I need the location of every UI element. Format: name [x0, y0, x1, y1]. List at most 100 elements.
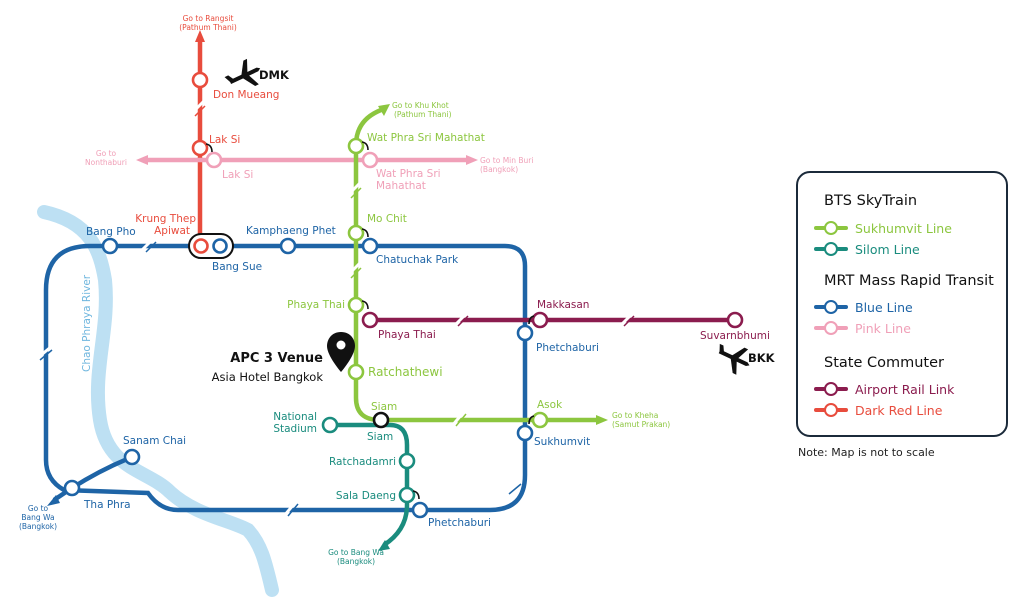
- dest-bang-wa-bottom-1: Go to Bang Wa: [328, 548, 384, 557]
- station-mo-chit[interactable]: [347, 224, 365, 242]
- label-siam-bottom: Siam: [367, 431, 393, 443]
- blue-line: [43, 243, 528, 513]
- legend-swatch-pink: [814, 318, 848, 338]
- station-bang-pho[interactable]: [101, 237, 119, 255]
- dest-kheha-2: (Samut Prakan): [612, 420, 670, 429]
- label-krung-thep-1: Krung Thep: [135, 213, 196, 225]
- station-bang-sue[interactable]: [212, 238, 228, 254]
- station-kamphaeng-phet[interactable]: [279, 237, 297, 255]
- legend-item-darkred: Dark Red Line: [814, 400, 942, 420]
- dest-bang-wa-left-1: Go to: [28, 504, 49, 513]
- nonthaburi-arrow: [136, 155, 148, 165]
- label-phetchaburi-bottom: Phetchaburi: [428, 517, 491, 529]
- dest-min-buri-1: Go to Min Buri: [480, 156, 533, 165]
- station-ratchadamri[interactable]: [398, 452, 416, 470]
- station-don-mueang[interactable]: [191, 71, 209, 89]
- station-suvarnabhumi[interactable]: [726, 311, 744, 329]
- interchange-hooks: [205, 141, 535, 500]
- rangsit-arrow: [195, 30, 205, 42]
- dest-kheha-1: Go to Kheha: [612, 411, 658, 420]
- legend-title-state: State Commuter: [824, 355, 944, 371]
- legend-label-sukhumvit: Sukhumvit Line: [855, 220, 952, 236]
- station-sanam-chai[interactable]: [123, 448, 141, 466]
- bang-wa-bottom-arrow: [378, 540, 390, 551]
- chao-phraya-river: [37, 205, 279, 597]
- min-buri-arrow: [466, 155, 478, 165]
- label-national-stadium-1: National: [273, 411, 317, 423]
- legend-swatch-airport: [814, 379, 848, 399]
- station-makkasan[interactable]: [531, 311, 549, 329]
- label-sala-daeng: Sala Daeng: [336, 490, 396, 502]
- legend-swatch-blue: [814, 297, 848, 317]
- bkk-airplane-icon: [718, 343, 750, 375]
- label-don-mueang: Don Mueang: [213, 89, 279, 101]
- legend-swatch-sukhumvit: [814, 218, 848, 238]
- label-national-stadium-2: Stadium: [273, 423, 317, 435]
- station-phaya-thai-arl[interactable]: [361, 311, 379, 329]
- station-tha-phra[interactable]: [63, 479, 81, 497]
- legend-item-silom: Silom Line: [814, 239, 920, 259]
- dest-nonthaburi-2: Nonthaburi: [85, 158, 127, 167]
- legend-label-darkred: Dark Red Line: [855, 402, 943, 418]
- venue-subtitle: Asia Hotel Bangkok: [212, 370, 324, 384]
- legend-label-silom: Silom Line: [855, 241, 920, 257]
- label-phaya-thai-arl: Phaya Thai: [378, 329, 436, 341]
- venue-pin-icon: [327, 332, 355, 372]
- station-sala-daeng[interactable]: [398, 486, 416, 504]
- scale-note: Note: Map is not to scale: [798, 446, 935, 459]
- khu-khot-arrow: [378, 104, 390, 116]
- station-lak-si-pink[interactable]: [205, 151, 223, 169]
- dest-rangsit-1: Go to Rangsit: [183, 14, 234, 23]
- legend-item-airport: Airport Rail Link: [814, 379, 954, 399]
- station-phaya-thai-green[interactable]: [347, 296, 365, 314]
- legend-label-blue: Blue Line: [855, 299, 913, 315]
- break-marks: [39, 98, 635, 517]
- dest-bang-wa-bottom-2: (Bangkok): [337, 557, 375, 566]
- label-kamphaeng-phet: Kamphaeng Phet: [246, 225, 336, 237]
- legend-title-mrt: MRT Mass Rapid Transit: [824, 273, 994, 289]
- station-wat-phra-green[interactable]: [347, 137, 365, 155]
- dest-bang-wa-left-2: Bang Wa: [21, 513, 54, 522]
- station-phetchaburi-blue[interactable]: [516, 324, 534, 342]
- station-sukhumvit[interactable]: [516, 424, 534, 442]
- destination-labels: Go to Rangsit (Pathum Thani) Go to Khu K…: [19, 14, 670, 566]
- label-sanam-chai: Sanam Chai: [123, 435, 186, 447]
- legend-swatch-darkred: [814, 400, 848, 420]
- silom-line: [330, 422, 410, 547]
- stations: [63, 71, 744, 519]
- bang-wa-left-arrow: [47, 495, 60, 506]
- label-ratchathewi: Ratchathewi: [368, 365, 443, 379]
- bkk-label: BKK: [748, 351, 776, 365]
- legend-swatch-silom: [814, 239, 848, 259]
- station-national-stadium[interactable]: [321, 416, 339, 434]
- label-wat-phra-pink-1: Wat Phra Sri: [376, 168, 441, 180]
- legend-item-sukhumvit: Sukhumvit Line: [814, 218, 952, 238]
- legend-title-bts: BTS SkyTrain: [824, 193, 918, 209]
- station-chatuchak-park[interactable]: [361, 237, 379, 255]
- station-phetchaburi-bottom[interactable]: [411, 501, 429, 519]
- station-asok[interactable]: [531, 411, 549, 429]
- label-mo-chit: Mo Chit: [367, 213, 407, 225]
- dest-nonthaburi-1: Go to: [96, 149, 117, 158]
- legend-label-pink: Pink Line: [855, 320, 911, 336]
- dmk-airplane-icon: [224, 58, 261, 86]
- dest-khu-khot-2: (Pathum Thani): [394, 110, 452, 119]
- label-lak-si-red: Lak Si: [209, 134, 240, 146]
- label-sukhumvit: Sukhumvit: [534, 436, 590, 448]
- legend-item-blue: Blue Line: [814, 297, 913, 317]
- label-makkasan: Makkasan: [537, 299, 589, 311]
- station-krung-thep-apiwat[interactable]: [193, 238, 209, 254]
- legend-label-airport: Airport Rail Link: [855, 381, 955, 397]
- station-wat-phra-pink[interactable]: [361, 151, 379, 169]
- station-labels: Don Mueang Lak Si Lak Si Krung Thep Apiw…: [83, 89, 770, 529]
- dest-bang-wa-left-3: (Bangkok): [19, 522, 57, 531]
- station-lak-si-red[interactable]: [191, 139, 209, 157]
- dmk-label: DMK: [259, 68, 290, 82]
- station-ratchathewi[interactable]: [347, 363, 365, 381]
- legend-item-pink: Pink Line: [814, 318, 911, 338]
- label-suvarnabhumi: Suvarnbhumi: [700, 330, 770, 342]
- station-siam[interactable]: [372, 411, 390, 429]
- label-chatuchak-park: Chatuchak Park: [376, 254, 459, 266]
- venue-title: APC 3 Venue: [230, 351, 323, 366]
